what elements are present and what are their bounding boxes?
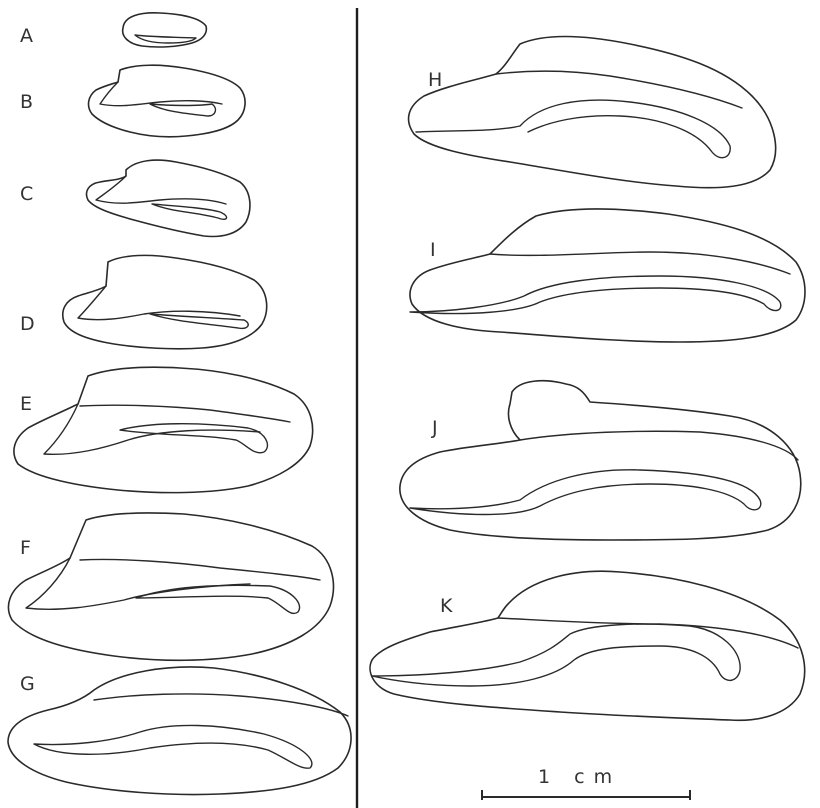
panel-label-g: G (20, 673, 35, 695)
otolith-a (121, 12, 208, 48)
otolith-g (7, 666, 352, 796)
otolith-d (62, 254, 268, 350)
panel-label-d: D (20, 313, 35, 335)
panel-label-c: C (20, 183, 33, 205)
panel-label-f: F (20, 537, 31, 559)
otolith-f (7, 512, 335, 662)
panel-label-a: A (20, 25, 33, 47)
panel-label-e: E (20, 393, 32, 415)
panel-label-i: I (430, 239, 436, 261)
panel-label-k: K (440, 595, 453, 617)
otolith-k (369, 570, 806, 722)
scale-bar-label: 1 cm (538, 766, 621, 788)
panel-label-b: B (20, 91, 33, 113)
otolith-c (85, 159, 251, 238)
panel-label-h: H (428, 69, 442, 91)
otolith-j (399, 379, 802, 541)
otolith-h (407, 35, 777, 189)
otolith-e (13, 366, 314, 494)
otolith-b (87, 64, 246, 138)
panel-label-j: J (431, 417, 438, 439)
otolith-i (409, 208, 806, 343)
